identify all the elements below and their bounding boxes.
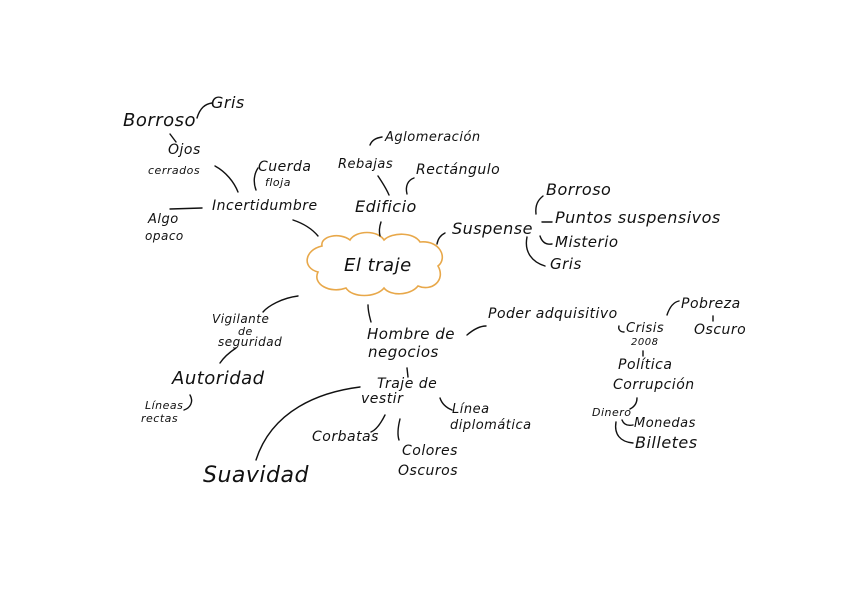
node-negocios: negocios [368,343,439,361]
central-node: El traje [344,255,412,276]
node-borroso-top: Borroso [123,110,197,131]
node-traje-de: Traje de [377,376,438,392]
node-ojos: Ojos [168,142,201,158]
node-aglomeracion: Aglomeración [385,130,481,145]
node-poder-adquisitivo: Poder adquisitivo [488,306,618,322]
node-colores: Colores [402,443,458,459]
node-crisis: Crisis [626,321,665,336]
node-gris-right: Gris [550,255,582,273]
node-rebajas: Rebajas [338,157,394,172]
node-suspense: Suspense [452,219,533,238]
node-cerrados: cerrados [148,164,201,177]
node-opaco: opaco [145,229,184,243]
node-incertidumbre: Incertidumbre [212,198,318,214]
node-corrupcion: Corrupción [613,377,695,393]
node-rectas: rectas [141,412,179,425]
node-oscuros: Oscuros [398,463,458,479]
node-rectangulo: Rectángulo [416,162,501,178]
node-oscuro: Oscuro [694,322,747,338]
node-vigilante: Vigilante [212,312,270,326]
node-autoridad: Autoridad [172,368,265,389]
node-monedas: Monedas [634,416,696,431]
node-linea: Línea [452,402,490,417]
node-cuerda: Cuerda [258,159,312,175]
node-puntos-suspensivos: Puntos suspensivos [555,208,721,227]
node-politica: Política [618,357,673,373]
node-misterio: Misterio [555,233,619,251]
node-gris-top: Gris [211,93,245,112]
node-crisis-year: 2008 [631,337,659,348]
node-vigilante-de: de [238,325,253,338]
node-diplomatica: diplomática [450,418,532,433]
node-vestir: vestir [361,391,404,407]
node-dinero: Dinero [592,406,632,419]
central-cloud [306,231,444,297]
node-algo: Algo [148,212,179,227]
node-lineas: Líneas [145,399,184,412]
node-edificio: Edificio [355,197,417,216]
node-billetes: Billetes [635,433,698,452]
node-pobreza: Pobreza [681,296,741,312]
node-seguridad: seguridad [218,335,283,349]
node-hombre: Hombre de [367,325,456,343]
node-corbatas: Corbatas [312,429,379,445]
node-floja: floja [265,176,291,189]
node-borroso-right: Borroso [546,180,612,199]
node-suavidad: Suavidad [203,463,309,488]
